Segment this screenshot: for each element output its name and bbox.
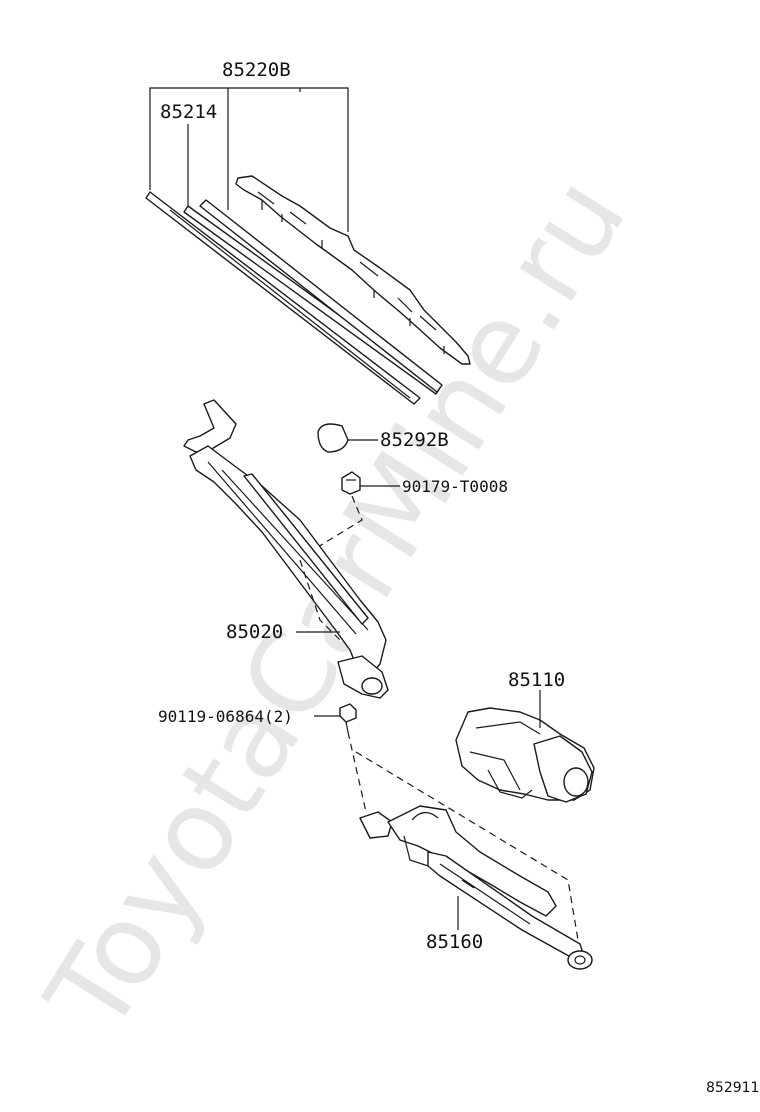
wiper-arm-cap: [317, 423, 378, 453]
callout-90119-06864: 90119-06864(2): [158, 707, 293, 726]
frame-detail: [257, 191, 437, 331]
blade-frame: [235, 175, 471, 365]
callout-90179-t0008: 90179-T0008: [402, 477, 508, 496]
callout-85220b: 85220B: [222, 59, 291, 81]
insert-line: [169, 209, 411, 399]
frame-clips: [261, 200, 445, 354]
bolt: [314, 703, 579, 941]
callout-bracket-85220b: [149, 87, 349, 232]
callout-85292b: 85292B: [380, 429, 449, 451]
bolt-dashed-guide: [347, 731, 367, 813]
wiper-arm: [183, 399, 389, 699]
callout-85160: 85160: [426, 931, 483, 953]
wiper-motor: [455, 690, 595, 803]
wiper-link-assembly: [359, 805, 593, 970]
nut: [299, 471, 400, 559]
figure-code: 852911: [706, 1080, 759, 1096]
bolt-dashed-guide-2: [355, 751, 579, 941]
nut-dashed-guide: [299, 495, 363, 559]
arm-dashed-guide: [299, 559, 341, 641]
callout-85110: 85110: [508, 669, 565, 691]
blade-strip-2: [199, 199, 443, 393]
callout-85214: 85214: [160, 101, 217, 123]
callout-85020: 85020: [226, 621, 283, 643]
wiper-blade-assembly: [145, 87, 471, 405]
